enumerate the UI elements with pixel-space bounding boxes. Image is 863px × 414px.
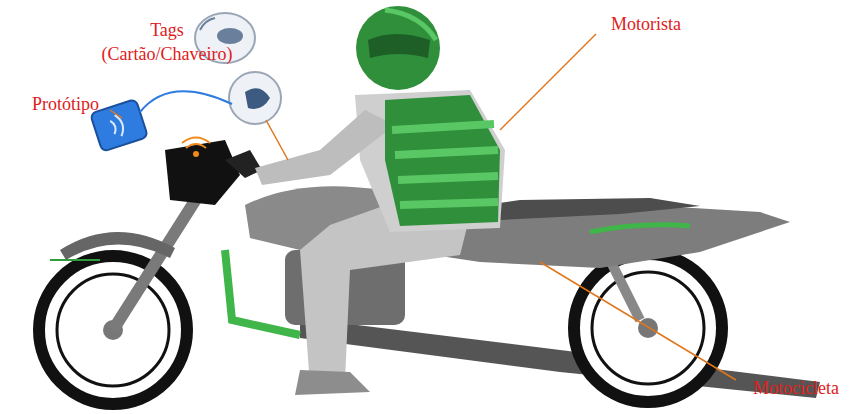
rider-boot [295,370,370,395]
exhaust-pipe [300,318,820,398]
front-fender [60,232,175,260]
part-label: Protótipo [18,92,113,116]
part-label: Motocicleta [736,376,856,400]
rider-torso [355,90,505,232]
part-label: Tags (Cartão/Chaveiro) [92,18,242,67]
rear-wheel [574,254,722,402]
tag-link-line [140,91,232,112]
part-label: Motorista [596,12,696,36]
rider-arm [255,110,395,185]
frame-bar [225,250,300,335]
tail-stripe [590,225,690,232]
tag-keychain [229,72,281,124]
wifi-symbol [182,138,210,157]
front-fork [113,185,205,330]
handlebar [225,150,262,178]
rider-vest [385,95,500,226]
leader-lines [110,34,736,380]
rider-helmet [356,6,440,90]
front-cowl [165,140,240,205]
